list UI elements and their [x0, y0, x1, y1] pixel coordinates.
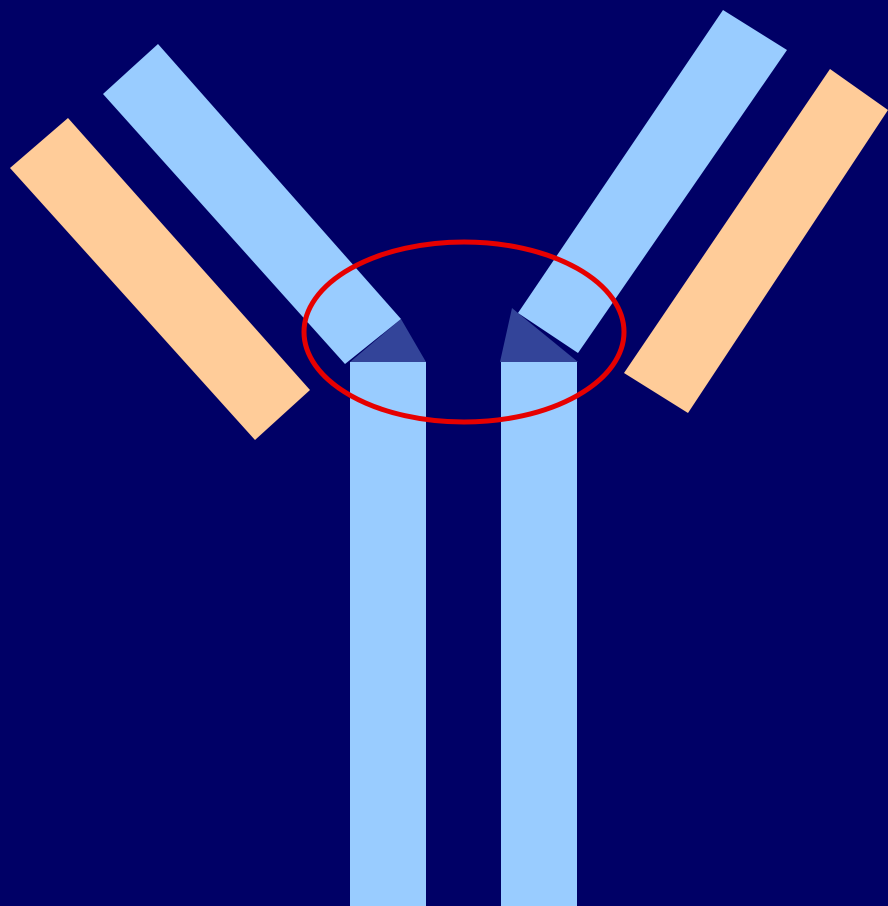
heavy-chain-right-stem [501, 362, 577, 906]
heavy-chain-left-stem [350, 362, 426, 906]
